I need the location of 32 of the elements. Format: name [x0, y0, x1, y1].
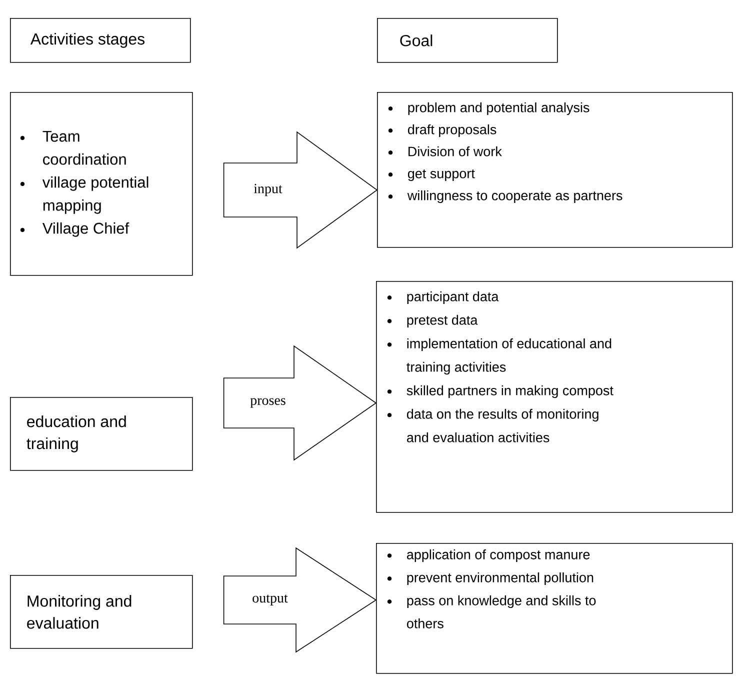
block-arrow [223, 131, 378, 249]
bullet-item: problem and potential analysis [408, 102, 590, 115]
bullet-item: prevent environmental pollution [407, 572, 594, 585]
edge-label: output [252, 594, 288, 606]
bullet-item: draft proposals [408, 124, 496, 137]
text-box [10, 397, 193, 471]
block-arrow [223, 345, 377, 461]
bullet-item: data on the results of monitoring and evaluation activities [406, 408, 598, 442]
bullet-item: skilled partners in making compost [406, 385, 614, 398]
box-label: education and training [26, 415, 126, 452]
text-box [377, 18, 558, 63]
bullet-item: Division of work [408, 146, 502, 156]
bullet-item: Village Chief [42, 222, 130, 237]
bullet-item: get support [408, 169, 475, 181]
bullet-item: application of compost manure [406, 549, 590, 562]
box-label: Activities stages [30, 32, 144, 48]
block-arrow [223, 547, 377, 653]
text-box [10, 92, 193, 276]
bullet-item: participant data [407, 291, 499, 304]
text-box [377, 92, 733, 248]
box-label: Monitoring and evaluation [27, 595, 132, 629]
edge-label: input [254, 184, 282, 196]
box-label: Goal [400, 34, 432, 46]
bullet-item: pass on knowledge and skills to others [406, 595, 596, 628]
text-box [376, 281, 733, 513]
text-box [10, 18, 191, 63]
bullet-item: village potential mapping [42, 176, 148, 214]
edge-label: proses [250, 398, 286, 408]
bullet-item: willingness to cooperate as partners [407, 190, 622, 203]
bullet-item: pretest data [407, 314, 478, 328]
text-box [376, 543, 733, 674]
text-box [10, 575, 193, 649]
